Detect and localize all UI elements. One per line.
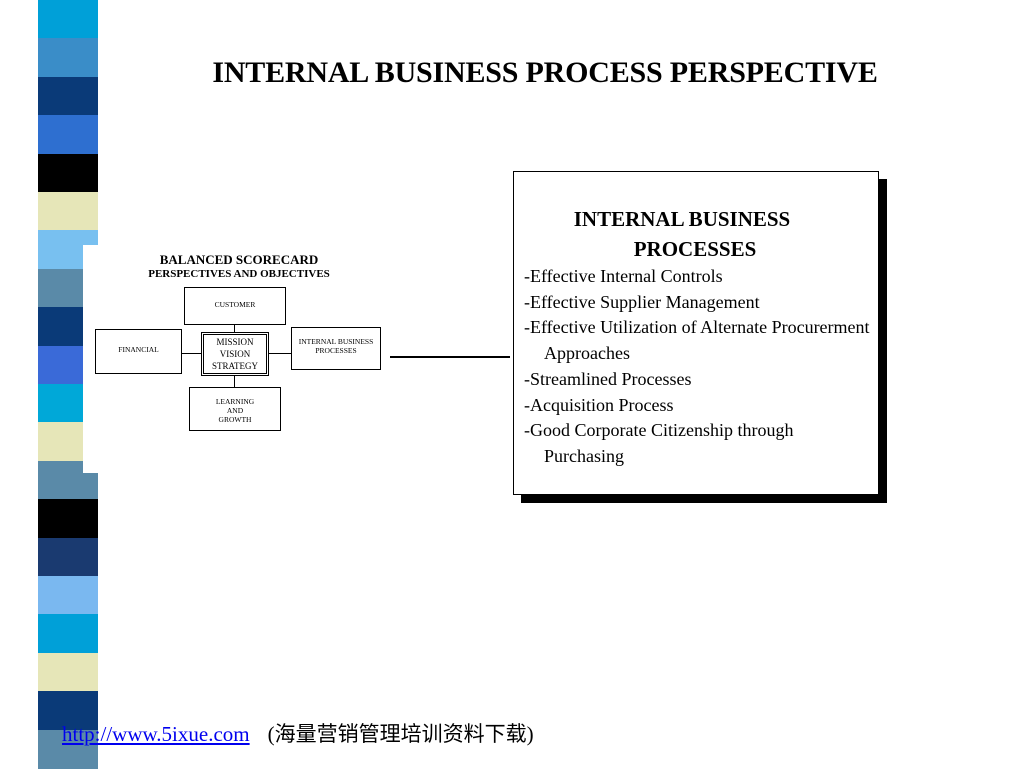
diagram-subtitle: PERSPECTIVES AND OBJECTIVES xyxy=(148,268,330,280)
diagram-line-vertical-top xyxy=(234,325,235,333)
panel-heading-line1: INTERNAL BUSINESS xyxy=(573,207,791,231)
learning-growth-box: LEARNING AND GROWTH xyxy=(189,387,281,431)
stripe-band xyxy=(38,499,98,539)
panel-heading-line2: PROCESSES xyxy=(633,237,757,261)
customer-label: CUSTOMER xyxy=(214,300,256,309)
financial-box: FINANCIAL xyxy=(95,329,182,374)
list-item: -Good Corporate Citizenship through Purc… xyxy=(524,420,794,466)
diagram-line-horizontal-right xyxy=(269,353,291,354)
stripe-band xyxy=(38,537,98,577)
footer-note: (海量营销管理培训资料下载) xyxy=(267,722,534,746)
stripe-band xyxy=(38,192,98,232)
list-item: -Effective Supplier Management xyxy=(524,291,760,312)
strategy-label: STRATEGY xyxy=(211,361,258,371)
stripe-band xyxy=(38,576,98,616)
growth-label: GROWTH xyxy=(218,415,252,424)
diagram-line-horizontal-left xyxy=(181,353,201,354)
internal-processes-panel: INTERNAL BUSINESS PROCESSES -Effective I… xyxy=(513,171,879,495)
list-item: -Effective Internal Controls xyxy=(524,266,723,286)
stripe-band xyxy=(38,652,98,693)
and-label: AND xyxy=(226,406,244,415)
panel-heading: INTERNAL BUSINESS PROCESSES xyxy=(514,204,850,264)
slide-title: INTERNAL BUSINESS PROCESS PERSPECTIVE xyxy=(212,56,878,89)
mission-label: MISSION xyxy=(216,337,254,347)
vision-label: VISION xyxy=(219,349,251,359)
process-list: -Effective Internal Controls -Effective … xyxy=(524,264,874,470)
internal-business-label-2: PROCESSES xyxy=(315,346,357,355)
footer: http://www.5ixue.com (海量营销管理培训资料下载) xyxy=(62,718,534,748)
stripe-band xyxy=(38,729,98,769)
list-item: -Streamlined Processes xyxy=(524,368,692,389)
stripe-band xyxy=(38,153,98,193)
learning-label: LEARNING xyxy=(215,397,255,406)
list-item: -Acquisition Process xyxy=(524,394,674,415)
balanced-scorecard-diagram: BALANCED SCORECARD PERSPECTIVES AND OBJE… xyxy=(83,245,395,473)
stripe-band xyxy=(38,0,98,40)
customer-box: CUSTOMER xyxy=(184,287,286,325)
list-item: -Effective Utilization of Alternate Proc… xyxy=(524,317,870,364)
internal-business-label-1: INTERNAL BUSINESS xyxy=(298,337,374,346)
diagram-line-vertical-bottom xyxy=(234,375,235,387)
decorative-stripe-bar xyxy=(38,0,98,769)
diagram-title: BALANCED SCORECARD xyxy=(159,252,319,267)
internal-business-box: INTERNAL BUSINESS PROCESSES xyxy=(291,327,381,370)
stripe-band xyxy=(38,115,98,155)
connector-line xyxy=(390,356,510,358)
stripe-band xyxy=(38,38,98,78)
footer-link[interactable]: http://www.5ixue.com xyxy=(62,722,250,746)
stripe-band xyxy=(38,691,98,731)
financial-label: FINANCIAL xyxy=(118,345,159,354)
mission-box: MISSION VISION STRATEGY xyxy=(201,332,269,376)
stripe-band xyxy=(38,614,98,654)
stripe-band xyxy=(38,76,98,117)
